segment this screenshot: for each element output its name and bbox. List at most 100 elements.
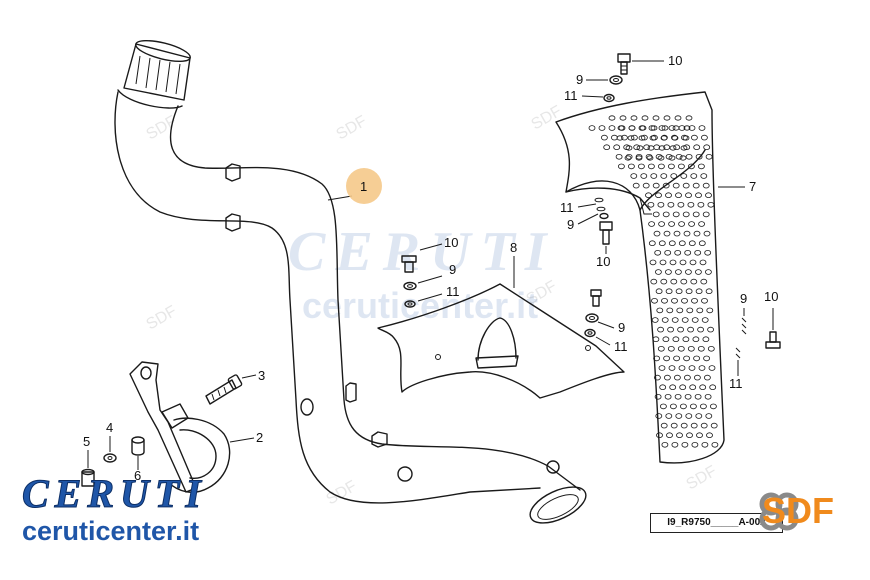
perforation-hole	[663, 115, 671, 121]
perforation-hole	[710, 422, 718, 429]
perforation-hole	[619, 115, 627, 121]
perforation-hole	[700, 422, 708, 429]
perforation-hole	[632, 182, 640, 189]
perforation-hole	[646, 155, 654, 161]
perforation-hole	[658, 125, 666, 131]
perforation-hole	[664, 393, 672, 400]
perforation-hole	[703, 230, 711, 237]
perforation-hole	[658, 221, 665, 227]
perforation-hole	[668, 155, 676, 161]
perforation-hole	[672, 125, 680, 131]
perforation-hole	[654, 250, 662, 256]
perforation-hole	[671, 441, 679, 448]
callout-highlight	[346, 168, 382, 204]
perforation-hole	[678, 221, 685, 227]
perforation-hole	[691, 134, 698, 141]
perforation-hole	[688, 365, 696, 371]
perforation-hole	[706, 307, 714, 314]
part-main-pipe	[114, 39, 587, 524]
perforation-hole	[684, 374, 691, 381]
perforation-hole	[668, 240, 676, 247]
perforation-hole	[656, 307, 664, 314]
perforation-hole	[687, 326, 694, 333]
perforation-hole	[680, 173, 688, 179]
perforation-hole	[668, 163, 675, 170]
perforation-hole	[603, 144, 611, 151]
hardware-fasteners	[401, 53, 781, 359]
perforation-hole	[667, 326, 674, 333]
perforation-hole	[693, 230, 701, 237]
perforation-hole	[694, 250, 702, 256]
perforation-hole	[659, 384, 667, 391]
callout-shield-large: 7	[749, 179, 756, 194]
perforation-hole	[708, 365, 716, 371]
callout-washer-clamp: 4	[106, 420, 113, 435]
perforation-hole	[677, 202, 685, 208]
perforation-hole	[666, 432, 673, 439]
perforation-hole	[691, 297, 698, 304]
ceruti-brand-logo: CERUTI ceruticenter.it	[22, 473, 272, 546]
perforation-hole	[665, 192, 672, 199]
perforation-hole	[657, 326, 664, 333]
perforation-hole	[701, 317, 709, 323]
perforation-hole	[685, 413, 693, 419]
perforation-hole	[698, 221, 705, 227]
perforation-hole	[701, 134, 708, 141]
perforation-hole	[665, 288, 673, 295]
callout-screw-far: 10	[764, 289, 778, 304]
perforation-hole	[658, 365, 666, 371]
perforation-hole	[650, 173, 658, 179]
perforation-hole	[651, 317, 659, 323]
perforation-hole	[678, 365, 686, 371]
perforation-hole	[675, 154, 683, 160]
perforation-hole	[664, 374, 671, 381]
perforation-hole	[658, 145, 666, 151]
perforation-hole	[703, 144, 711, 151]
perforation-hole	[699, 384, 707, 391]
perforation-hole	[707, 202, 715, 208]
perforation-hole	[640, 173, 648, 179]
perforation-hole	[685, 269, 692, 275]
perforation-hole	[695, 288, 703, 295]
perforation-hole	[707, 326, 714, 333]
perforation-hole	[674, 393, 682, 400]
perforation-hole	[681, 317, 689, 323]
perforation-hole	[663, 355, 670, 362]
perforation-hole	[657, 345, 665, 352]
perforation-hole	[685, 192, 692, 199]
ceruti-website-link[interactable]: ceruticenter.it	[22, 516, 200, 546]
perforation-hole	[705, 288, 713, 295]
perforation-hole	[698, 125, 706, 131]
perforation-hole	[588, 125, 596, 131]
callout-screw-clamp: 5	[83, 434, 90, 449]
perforation-hole	[638, 163, 645, 170]
callout-lockwasher-top: 11	[564, 88, 578, 103]
perforation-hole	[696, 432, 703, 439]
watermark-brand: CERUTI	[288, 221, 557, 283]
perforation-hole	[674, 250, 682, 256]
perforation-hole	[655, 192, 662, 199]
perforation-hole	[701, 441, 709, 448]
perforation-hole	[688, 240, 696, 247]
perforation-hole	[675, 269, 682, 275]
callout-clamp: 2	[256, 430, 263, 445]
perforation-hole	[691, 441, 699, 448]
perforation-hole	[627, 135, 635, 141]
perforation-hole	[601, 134, 608, 141]
perforation-hole	[673, 230, 681, 237]
watermark-sdf-6: SDF	[324, 478, 360, 509]
perforation-hole	[650, 125, 658, 131]
perforation-hole	[682, 211, 690, 218]
perforation-hole	[697, 345, 705, 352]
perforation-hole	[672, 336, 680, 343]
perforation-hole	[696, 307, 704, 314]
perforation-hole	[662, 182, 670, 189]
perforation-hole	[702, 336, 710, 343]
perforation-hole	[669, 145, 677, 151]
perforation-hole	[670, 278, 678, 285]
perforation-hole	[698, 163, 705, 170]
perforation-hole	[653, 355, 660, 362]
perforation-hole	[662, 211, 670, 218]
callout-main-pipe: 1	[360, 179, 367, 194]
perforation-hole	[679, 155, 687, 161]
